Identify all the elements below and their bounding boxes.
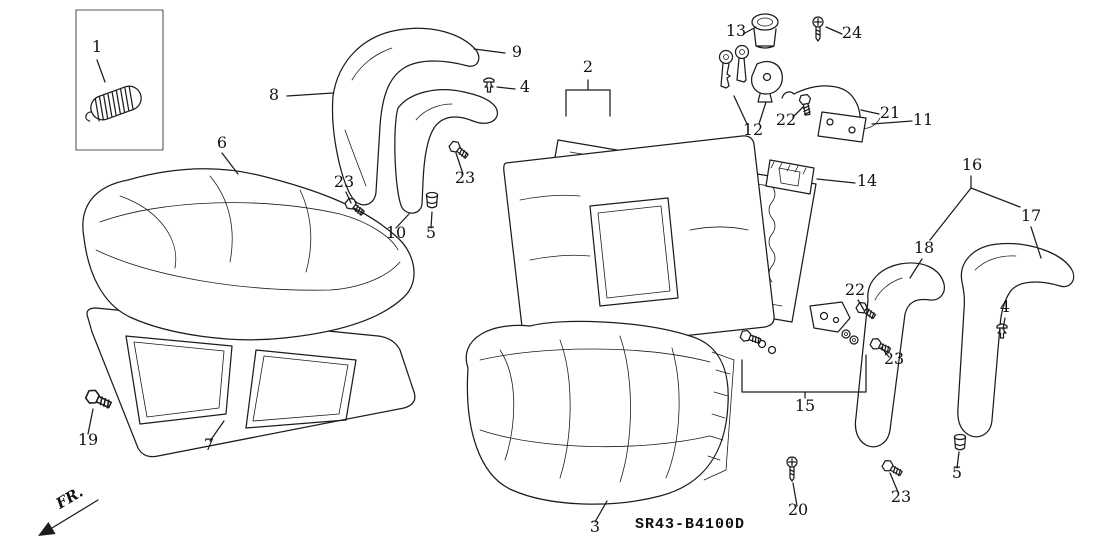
bolt-15-mount bbox=[738, 328, 763, 348]
part-side-garnish-left bbox=[854, 262, 946, 448]
grommet-5-right bbox=[953, 433, 967, 451]
diagram-code: SR43-B4100D bbox=[635, 516, 745, 533]
callout-label[interactable]: 7 bbox=[204, 435, 214, 454]
bolt-23-mid bbox=[446, 138, 471, 162]
part-1-region-box bbox=[75, 9, 164, 151]
callout-label[interactable]: 4 bbox=[1000, 297, 1010, 316]
callout-label[interactable]: 3 bbox=[590, 517, 600, 536]
callout-label[interactable]: 13 bbox=[726, 21, 746, 40]
callout-label[interactable]: 23 bbox=[334, 172, 354, 191]
part-hinge-bracket-cluster bbox=[757, 301, 859, 355]
callout-label[interactable]: 23 bbox=[891, 487, 911, 506]
callout-label[interactable]: 1 bbox=[92, 37, 102, 56]
part-coil-spring bbox=[85, 85, 142, 122]
callout-label[interactable]: 8 bbox=[269, 85, 279, 104]
screw-20 bbox=[786, 456, 798, 482]
bolt-19 bbox=[83, 387, 114, 413]
callout-labels: 1 9 4 8 2 13 24 12 22 21 11 6 23 23 14 1… bbox=[78, 21, 1041, 536]
clip-4-top bbox=[483, 77, 495, 93]
part-seatback-pad bbox=[503, 135, 775, 353]
callout-label[interactable]: 21 bbox=[880, 103, 900, 122]
callout-label[interactable]: 9 bbox=[512, 42, 522, 61]
front-direction-arrow-icon bbox=[38, 522, 56, 536]
callout-label[interactable]: 6 bbox=[217, 133, 227, 152]
leader-lines bbox=[87, 26, 1042, 523]
front-direction-arrow: FR. bbox=[38, 483, 99, 536]
callout-label[interactable]: 17 bbox=[1021, 206, 1041, 225]
callout-label[interactable]: 23 bbox=[884, 349, 904, 368]
callout-label[interactable]: 24 bbox=[842, 23, 862, 42]
part-seatback-cover bbox=[465, 320, 735, 505]
part-rear-seat-cushion bbox=[82, 168, 415, 341]
part-side-garnish-right bbox=[957, 242, 1075, 438]
callout-label[interactable]: 19 bbox=[78, 430, 98, 449]
front-direction-label: FR. bbox=[52, 483, 86, 514]
callout-label[interactable]: 10 bbox=[386, 223, 406, 242]
callout-label[interactable]: 15 bbox=[795, 396, 815, 415]
callout-label[interactable]: 14 bbox=[857, 171, 877, 190]
part-lock-bracket bbox=[817, 111, 867, 143]
screw-24 bbox=[812, 16, 824, 42]
callout-label[interactable]: 23 bbox=[455, 168, 475, 187]
callout-label[interactable]: 5 bbox=[426, 223, 436, 242]
callout-label[interactable]: 5 bbox=[952, 463, 962, 482]
callout-label[interactable]: 2 bbox=[583, 57, 593, 76]
callout-label[interactable]: 20 bbox=[788, 500, 808, 519]
callout-label[interactable]: 16 bbox=[962, 155, 982, 174]
grommet-5-top bbox=[425, 191, 439, 209]
callout-label[interactable]: 18 bbox=[914, 238, 934, 257]
part-pillar-garnish-lower bbox=[394, 89, 499, 214]
callout-label[interactable]: 12 bbox=[743, 120, 763, 139]
bolt-22-top bbox=[797, 93, 814, 117]
part-cushion-frame bbox=[86, 307, 416, 458]
callout-label[interactable]: 4 bbox=[520, 77, 530, 96]
part-striker bbox=[765, 159, 815, 195]
part-key-set bbox=[718, 44, 783, 103]
callout-label[interactable]: 22 bbox=[845, 280, 865, 299]
part-lock-cylinder bbox=[751, 13, 779, 49]
bolt-23-bottom bbox=[880, 458, 905, 479]
callout-label[interactable]: 22 bbox=[776, 110, 796, 129]
callout-label[interactable]: 11 bbox=[913, 110, 933, 129]
